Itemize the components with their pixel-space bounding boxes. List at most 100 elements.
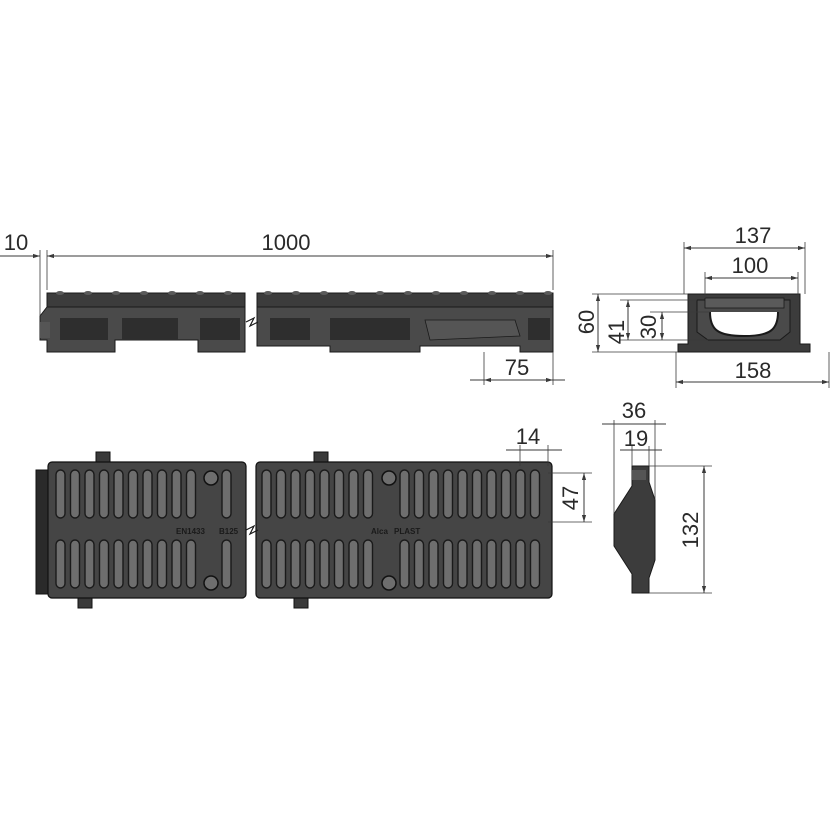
grate-slot bbox=[261, 469, 272, 519]
grate-slot bbox=[171, 539, 182, 589]
dim-slot-length: 47 bbox=[548, 472, 592, 523]
grate-slot bbox=[319, 469, 330, 519]
grate-slot bbox=[486, 539, 497, 589]
grate-slot bbox=[275, 469, 287, 519]
grate-slot bbox=[362, 539, 374, 589]
rib-bump bbox=[112, 291, 120, 295]
grate-slot bbox=[486, 469, 497, 519]
grate-slot bbox=[362, 469, 374, 519]
rib-bump bbox=[196, 291, 204, 295]
grate-slot bbox=[171, 469, 182, 519]
grate-slot bbox=[333, 539, 345, 589]
grate-slot bbox=[515, 539, 526, 589]
dim-profile-height-label: 132 bbox=[678, 512, 703, 549]
rib-bump bbox=[56, 291, 64, 295]
dim-width-inner-label: 100 bbox=[732, 253, 769, 278]
grate-standard-text: EN1433 bbox=[176, 527, 205, 536]
bolt-holes bbox=[203, 470, 397, 591]
grate-slot bbox=[428, 539, 439, 589]
cross-section-view: 137 100 158 60 41 30 bbox=[574, 223, 830, 388]
grate-brand-text: Alca bbox=[371, 527, 388, 536]
rib-bump bbox=[320, 291, 328, 295]
grate-load-class-text: B125 bbox=[219, 527, 239, 536]
dim-end-segment-label: 75 bbox=[505, 355, 529, 380]
grate-slot bbox=[304, 469, 316, 519]
grate-slot bbox=[290, 539, 301, 589]
rib-bump bbox=[488, 291, 496, 295]
grate-slot bbox=[84, 539, 95, 589]
rib-bump bbox=[84, 291, 92, 295]
grate-slot bbox=[185, 539, 197, 589]
grate-slot bbox=[55, 469, 66, 519]
grate-slot bbox=[413, 469, 425, 519]
rib-bump bbox=[516, 291, 524, 295]
grate-slot bbox=[156, 539, 168, 589]
grate-slot bbox=[98, 539, 110, 589]
dim-heights: 60 41 30 bbox=[574, 293, 710, 353]
grate-slot bbox=[333, 469, 345, 519]
dim-width-outer-top-label: 137 bbox=[735, 223, 772, 248]
grate-slot bbox=[442, 469, 454, 519]
rib-bump bbox=[376, 291, 384, 295]
grate-slot bbox=[413, 539, 425, 589]
dim-width-outer-top: 137 bbox=[683, 223, 806, 294]
grate-slot bbox=[290, 469, 301, 519]
dim-width-base: 158 bbox=[675, 352, 830, 388]
rib-bump bbox=[460, 291, 468, 295]
grate-slot bbox=[500, 469, 512, 519]
dim-profile-inner: 19 bbox=[620, 426, 662, 466]
grate-slot bbox=[399, 539, 410, 589]
dim-length-total-label: 1000 bbox=[262, 230, 311, 255]
grate-slot bbox=[185, 469, 197, 519]
grate-slot bbox=[142, 539, 153, 589]
dim-profile-width: 36 bbox=[602, 398, 666, 514]
rib-bump bbox=[404, 291, 412, 295]
dim-end-offset-label: 10 bbox=[4, 230, 28, 255]
dim-profile-height: 132 bbox=[649, 465, 712, 594]
side-view: 1000 10 75 bbox=[0, 230, 565, 385]
grate-slot bbox=[113, 539, 124, 589]
rib-bump bbox=[292, 291, 300, 295]
rib-bump bbox=[348, 291, 356, 295]
grate-slot bbox=[113, 469, 124, 519]
rib-bump bbox=[168, 291, 176, 295]
grate-slot bbox=[156, 469, 168, 519]
dim-width-inner: 100 bbox=[704, 253, 799, 298]
grate-slot bbox=[221, 469, 232, 519]
dim-height-total-label: 60 bbox=[574, 310, 599, 334]
grate-slot bbox=[348, 539, 359, 589]
grate-profile-view: 36 19 132 bbox=[602, 398, 712, 594]
grate-slot bbox=[471, 469, 483, 519]
grate-top-view: EN1433 B125 Alca PLAST 14 47 bbox=[35, 424, 592, 609]
grate-slot bbox=[348, 469, 359, 519]
rib-bump bbox=[140, 291, 148, 295]
dim-width-base-label: 158 bbox=[735, 358, 772, 383]
grate-slots bbox=[55, 469, 541, 589]
dim-length-total: 1000 bbox=[46, 230, 554, 290]
dim-profile-width-label: 36 bbox=[622, 398, 646, 423]
dim-slot-pitch-label: 14 bbox=[516, 424, 540, 449]
grate-slot bbox=[84, 469, 95, 519]
grate-slot bbox=[515, 469, 526, 519]
grate-slot bbox=[98, 469, 110, 519]
grate-slot bbox=[319, 539, 330, 589]
grate-slot bbox=[69, 539, 81, 589]
dim-height-channel-label: 30 bbox=[636, 315, 661, 339]
grate-slot bbox=[127, 469, 139, 519]
grate-slot bbox=[500, 539, 512, 589]
grate-slot bbox=[261, 539, 272, 589]
rib-bump bbox=[224, 291, 232, 295]
dim-height-inner-label: 41 bbox=[604, 320, 629, 344]
dim-end-segment: 75 bbox=[470, 352, 565, 385]
grate-brand-suffix-text: PLAST bbox=[394, 527, 420, 536]
dim-end-offset: 10 bbox=[0, 230, 41, 316]
break-mark-grate bbox=[245, 524, 259, 536]
break-mark bbox=[245, 316, 259, 328]
grate-slot bbox=[399, 469, 410, 519]
grate-slot bbox=[142, 469, 153, 519]
dim-slot-pitch: 14 bbox=[506, 424, 562, 466]
grate-slot bbox=[69, 469, 81, 519]
grate-slot bbox=[442, 539, 454, 589]
grate-slot bbox=[275, 539, 287, 589]
